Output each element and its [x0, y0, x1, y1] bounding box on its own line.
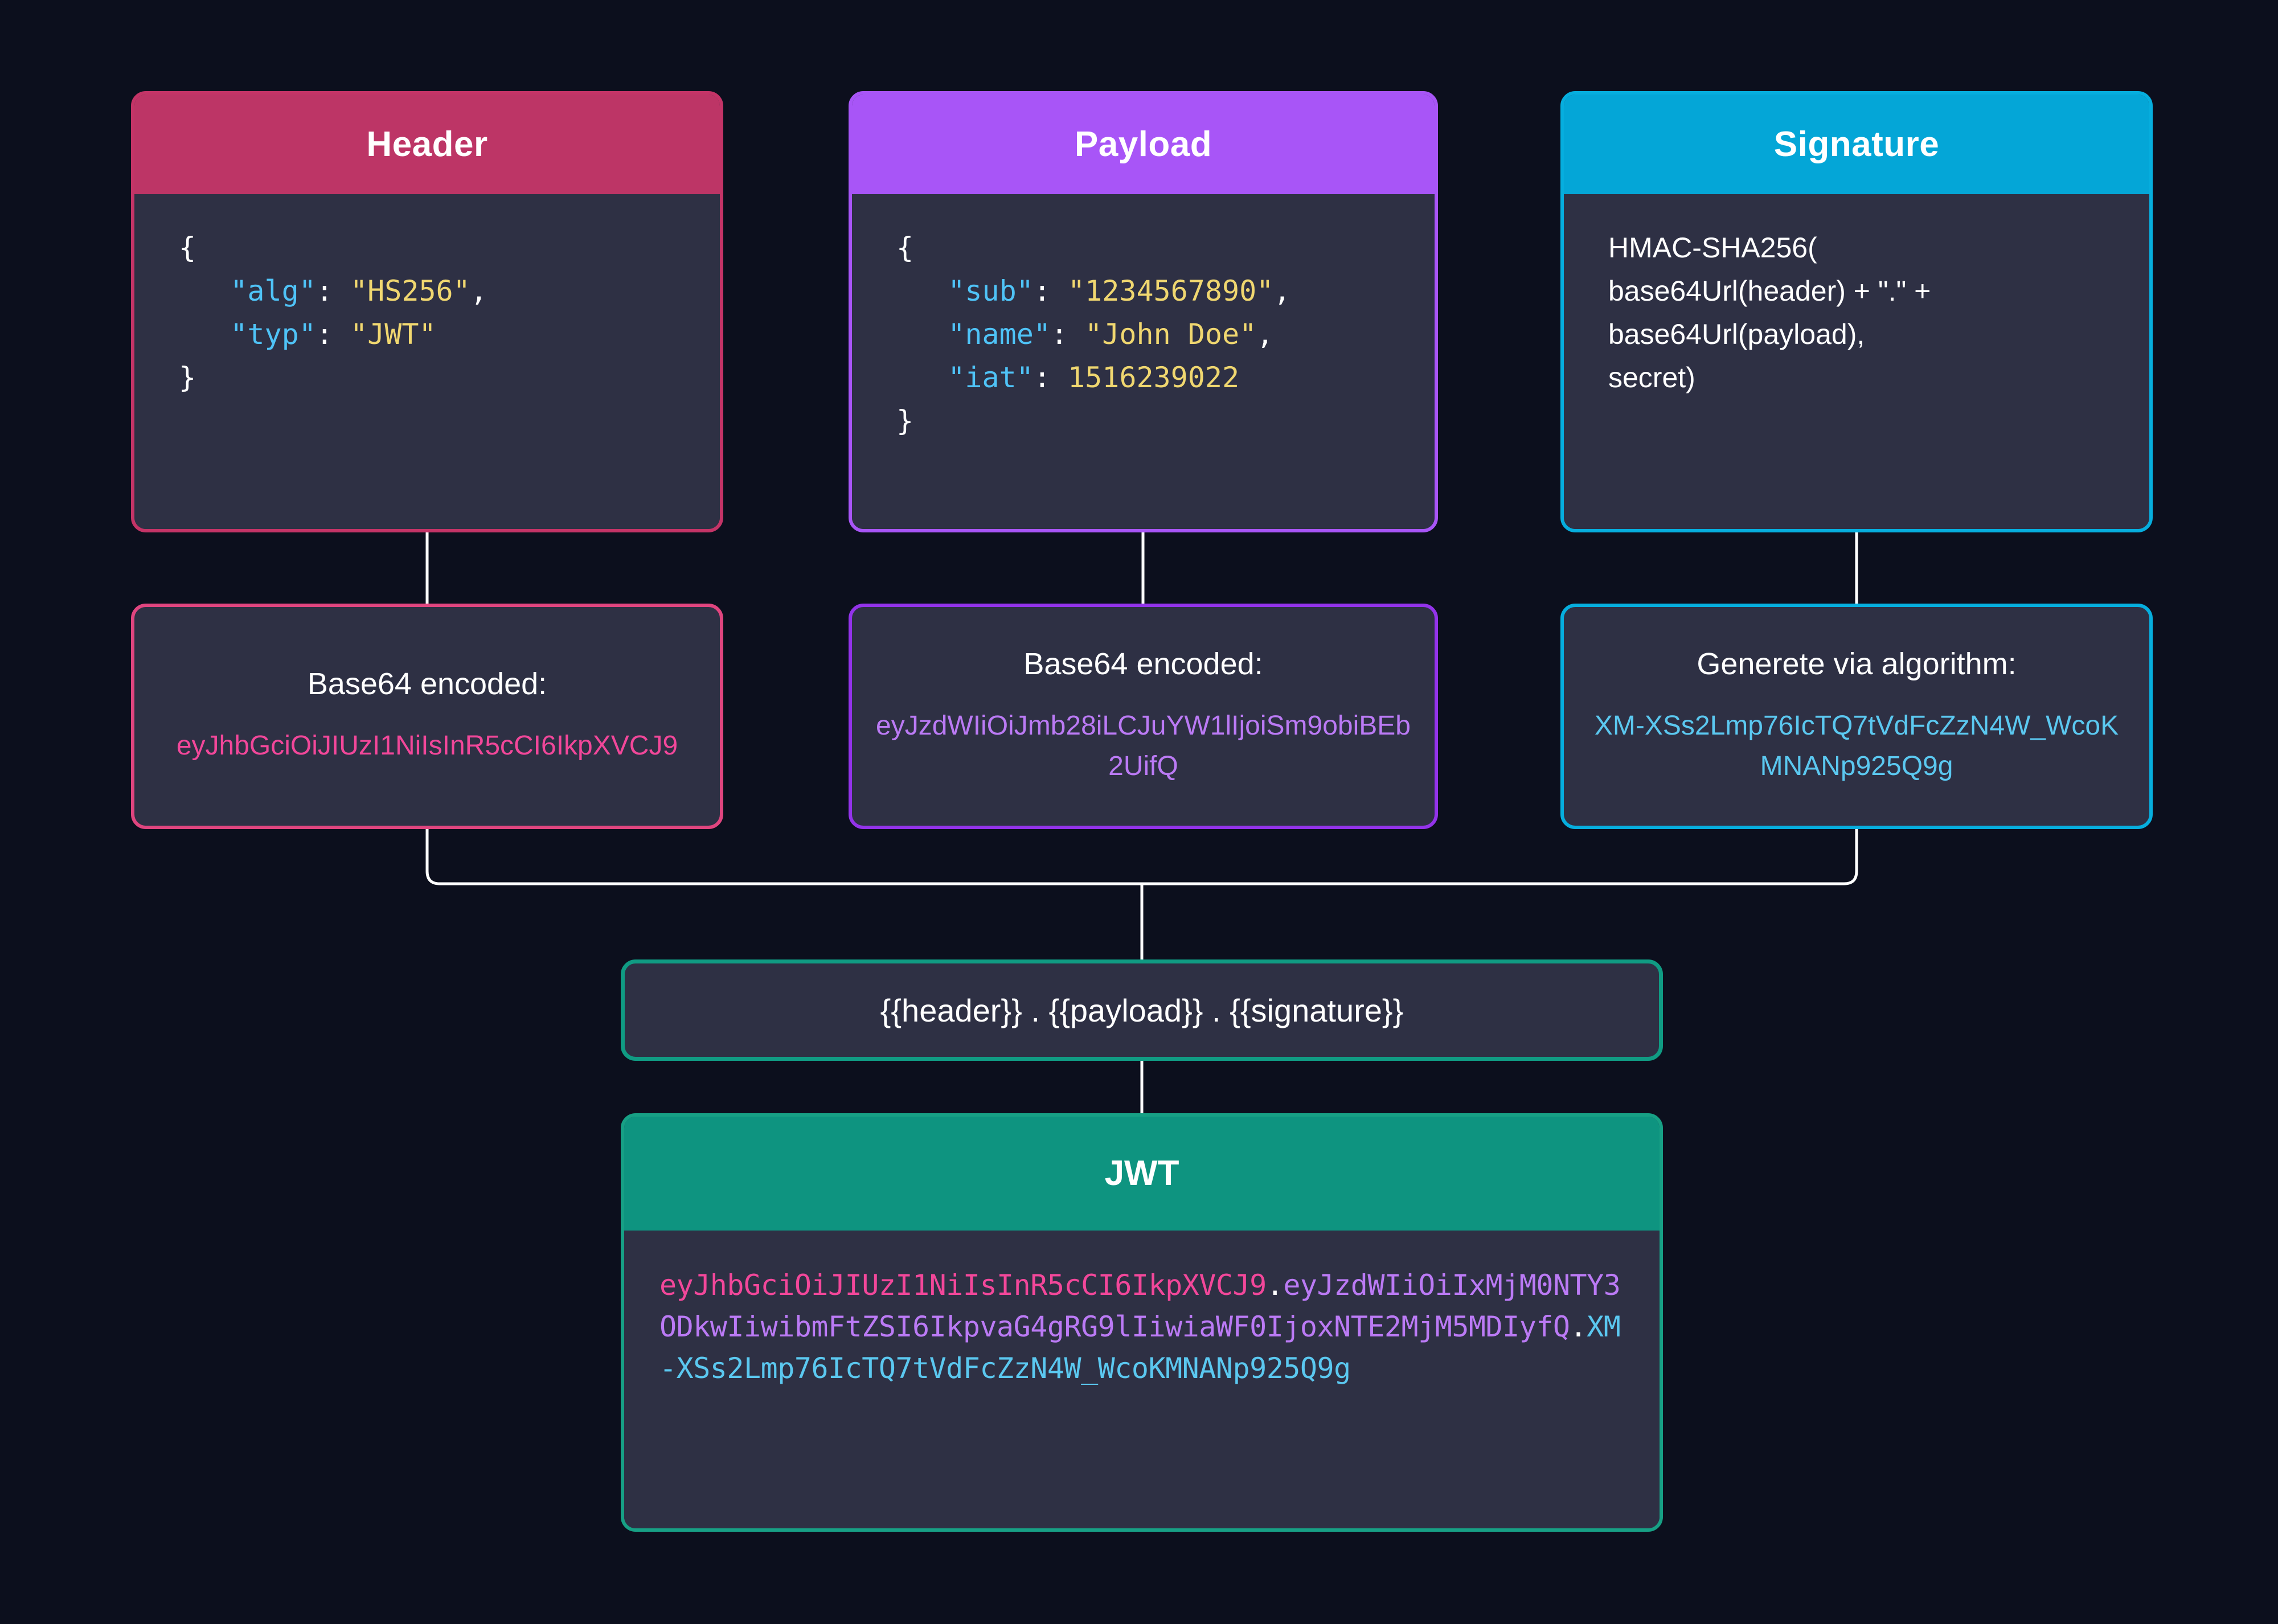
card-payload-body: { "sub": "1234567890", "name": "John Doe…	[852, 194, 1435, 529]
header-json: { "alg": "HS256", "typ": "JWT" }	[179, 226, 720, 399]
card-header-body: { "alg": "HS256", "typ": "JWT" }	[134, 194, 720, 529]
encoded-payload-label: Base64 encoded:	[1023, 646, 1263, 681]
header-sep-1: :	[316, 318, 351, 351]
jwt-token-payload-part: eyJzdWIiOiIxMjM0NTY3ODkwIiwibmFtZSI6Ikpv…	[659, 1269, 1621, 1343]
header-key-alg: "alg"	[230, 274, 316, 307]
header-close-brace: }	[179, 361, 196, 394]
card-header: Header { "alg": "HS256", "typ": "JWT" }	[131, 91, 723, 532]
signature-formula: HMAC-SHA256( base64Url(header) + "." + b…	[1608, 232, 1931, 393]
payload-value-sub: "1234567890"	[1068, 274, 1274, 307]
payload-comma-0: ,	[1273, 274, 1291, 307]
card-signature-body: HMAC-SHA256( base64Url(header) + "." + b…	[1564, 194, 2149, 529]
header-value-typ: "JWT"	[350, 318, 436, 351]
header-key-typ: "typ"	[230, 318, 316, 351]
payload-sep-0: :	[1033, 274, 1068, 307]
encoded-payload-value: eyJzdWIiOiJmb28iLCJuYW1lIjoiSm9obiBEb2Ui…	[876, 710, 1411, 781]
jwt-token-dot-1: .	[1266, 1269, 1284, 1302]
payload-value-iat: 1516239022	[1068, 361, 1240, 394]
card-jwt-result: JWT eyJhbGciOiJIUzI1NiIsInR5cCI6IkpXVCJ9…	[621, 1113, 1663, 1532]
connector-bus	[425, 829, 1858, 885]
payload-value-name: "John Doe"	[1085, 318, 1257, 351]
encoded-header-value: eyJhbGciOiJIUzI1NiIsInR5cCI6IkpXVCJ9	[176, 731, 678, 761]
payload-close-brace: }	[896, 404, 914, 437]
card-signature-title: Signature	[1564, 95, 2149, 194]
payload-key-sub: "sub"	[948, 274, 1034, 307]
jwt-token-header-part: eyJhbGciOiJIUzI1NiIsInR5cCI6IkpXVCJ9	[659, 1269, 1267, 1302]
payload-comma-1: ,	[1256, 318, 1274, 351]
jwt-token-dot-2: .	[1570, 1310, 1587, 1343]
card-signature: Signature HMAC-SHA256( base64Url(header)…	[1560, 91, 2153, 532]
payload-open-brace: {	[896, 231, 914, 264]
token-template-box: {{header}} . {{payload}} . {{signature}}	[621, 959, 1663, 1061]
card-payload: Payload { "sub": "1234567890", "name": "…	[849, 91, 1438, 532]
card-jwt-body: eyJhbGciOiJIUzI1NiIsInR5cCI6IkpXVCJ9.eyJ…	[624, 1231, 1660, 1528]
header-open-brace: {	[179, 231, 196, 264]
encoded-signature-value: XM-XSs2Lmp76IcTQ7tVdFcZzN4W_WcoKMNANp925…	[1594, 710, 2119, 781]
payload-key-name: "name"	[948, 318, 1051, 351]
encoded-box-signature: Generete via algorithm: XM-XSs2Lmp76IcTQ…	[1560, 604, 2153, 829]
header-value-alg: "HS256"	[350, 274, 470, 307]
header-comma-0: ,	[470, 274, 487, 307]
card-header-title: Header	[134, 95, 720, 194]
card-payload-title: Payload	[852, 95, 1435, 194]
payload-sep-2: :	[1033, 361, 1068, 394]
jwt-token: eyJhbGciOiJIUzI1NiIsInR5cCI6IkpXVCJ9.eyJ…	[659, 1265, 1624, 1389]
payload-json: { "sub": "1234567890", "name": "John Doe…	[896, 226, 1435, 442]
encoded-box-payload: Base64 encoded: eyJzdWIiOiJmb28iLCJuYW1l…	[849, 604, 1438, 829]
token-template-text: {{header}} . {{payload}} . {{signature}}	[880, 992, 1404, 1028]
payload-sep-1: :	[1050, 318, 1085, 351]
jwt-token-signature-part: XM-XSs2Lmp76IcTQ7tVdFcZzN4W_WcoKMNANp925…	[659, 1310, 1621, 1385]
header-sep-0: :	[316, 274, 351, 307]
card-jwt-title: JWT	[624, 1117, 1660, 1231]
encoded-signature-label: Generete via algorithm:	[1697, 646, 2017, 681]
encoded-box-header: Base64 encoded: eyJhbGciOiJIUzI1NiIsInR5…	[131, 604, 723, 829]
payload-key-iat: "iat"	[948, 361, 1034, 394]
encoded-header-label: Base64 encoded:	[307, 667, 547, 702]
